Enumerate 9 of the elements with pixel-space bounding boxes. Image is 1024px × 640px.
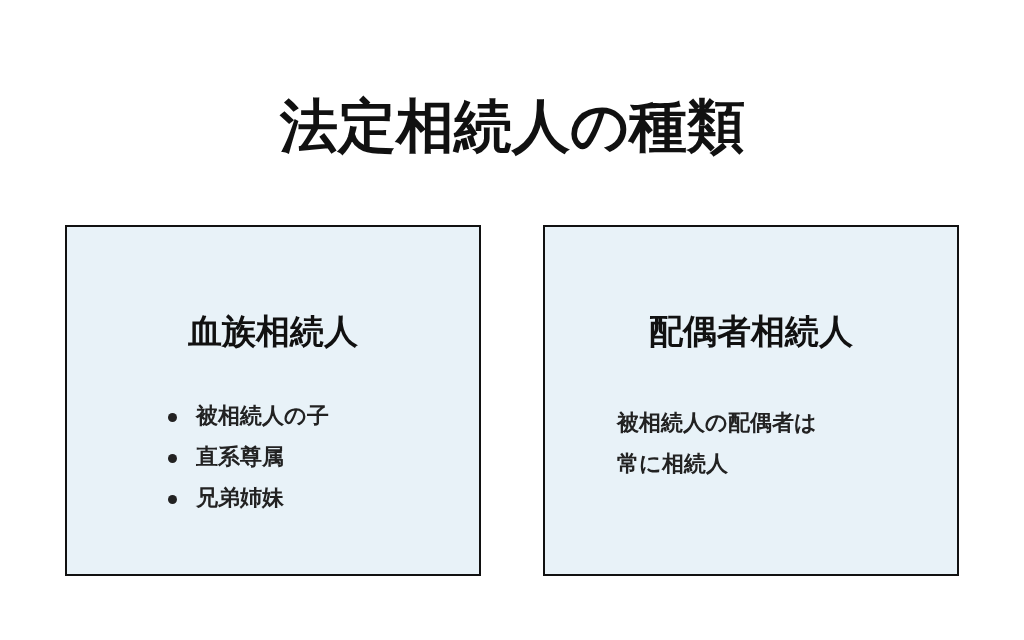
panel-heading: 配偶者相続人 (648, 310, 854, 353)
panel-description: 被相続人の配偶者は常に相続人 (617, 409, 818, 478)
list-item: 被相続人の子 (196, 403, 329, 430)
list-item: 兄弟姉妹 (196, 485, 284, 512)
title: 法定相続人の種類 (278, 92, 746, 162)
panel-heading: 血族相続人 (187, 310, 359, 353)
category-panel (543, 225, 959, 576)
category-panel (65, 225, 481, 576)
list-item: 直系尊属 (196, 444, 284, 471)
